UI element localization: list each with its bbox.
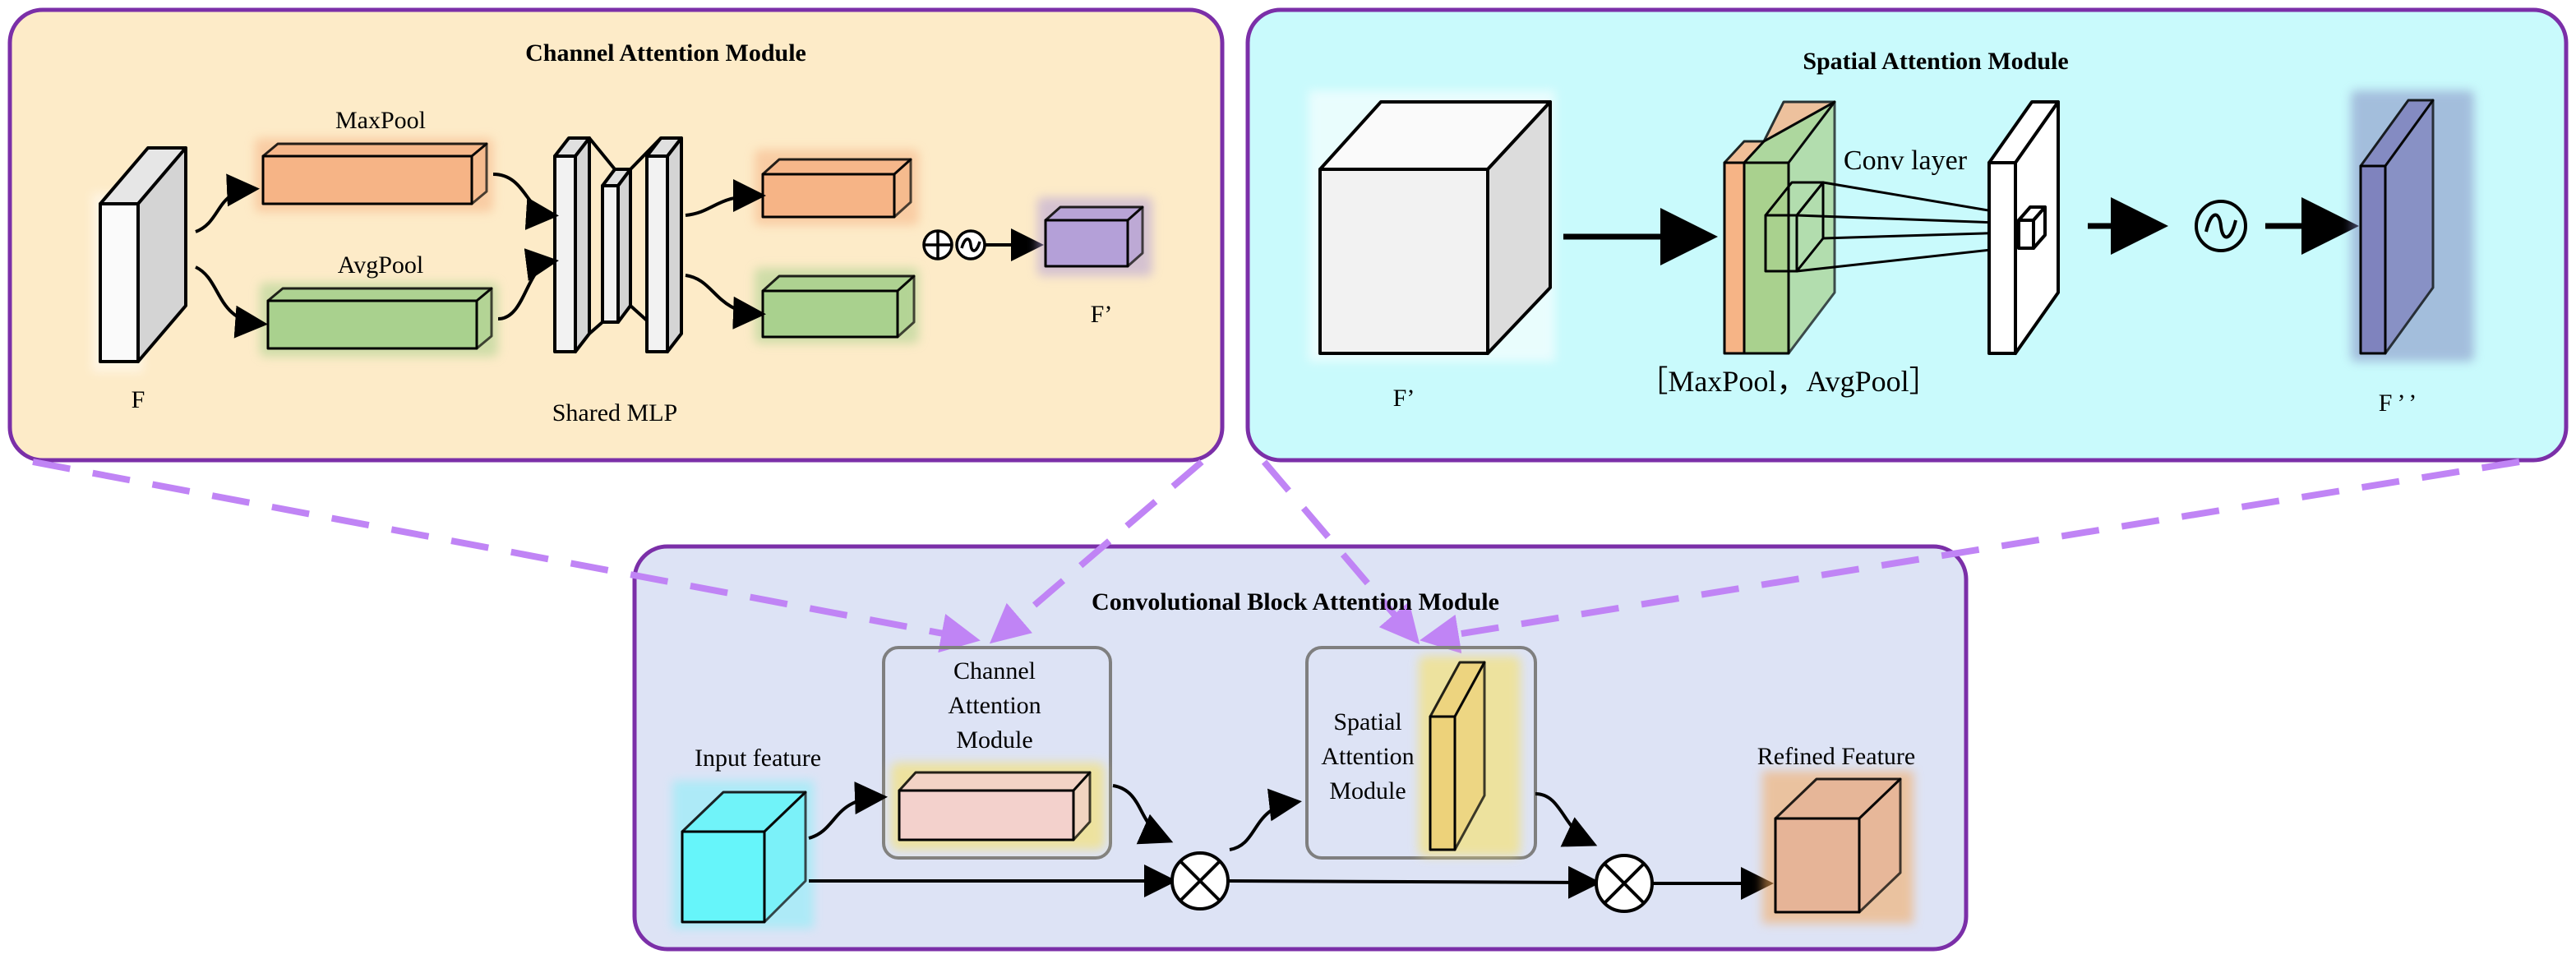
cbam-sam-block	[1419, 656, 1521, 856]
cbam-input-label: Input feature	[695, 745, 821, 772]
connector-cam-left	[32, 459, 981, 653]
sam-output-map	[2351, 90, 2474, 362]
cbam-arrow-input-to-cam	[808, 781, 888, 840]
cam-shared-mlp	[553, 136, 683, 353]
sam-pool-maps	[1723, 100, 1836, 355]
cbam-cam-line-2: Attention	[948, 692, 1041, 719]
cam-maxpool-block	[255, 138, 493, 212]
cbam-cam-block	[891, 763, 1105, 850]
cbam-arrow-sam-to-mult2	[1535, 792, 1598, 847]
connector-sam-left	[1261, 459, 1420, 645]
sam-conv-label: Conv layer	[1844, 145, 1968, 176]
sam-pool-label: ［MaxPool，AvgPool］	[1638, 365, 1938, 398]
cbam-refined-cube	[1762, 771, 1914, 924]
sam-output-label: F’’	[2379, 390, 2421, 417]
sam-sigmoid-icon	[2195, 200, 2247, 252]
cbam-input-cube	[672, 781, 814, 929]
sam-conv-output-map	[1987, 100, 2060, 355]
cam-title: Channel Attention Module	[525, 39, 806, 67]
cam-input-label: F	[132, 386, 145, 413]
cam-input-slab	[92, 146, 187, 372]
sam-input-cube	[1309, 90, 1555, 362]
sigmoid-icon	[955, 229, 986, 260]
cam-arrow-maxpool-to-mlp	[492, 173, 559, 230]
multiply-circle-icon	[1170, 851, 1230, 911]
cam-arrow-mlp-to-max	[685, 179, 766, 217]
cam-arrow-avgpool-to-mlp	[497, 248, 559, 320]
multiply-circle-icon-2	[1595, 854, 1654, 913]
sam-title: Spatial Attention Module	[1803, 48, 2068, 75]
cam-mlp-output-avg	[755, 268, 919, 343]
cam-maxpool-label: MaxPool	[335, 107, 426, 134]
cbam-sam-box	[1305, 646, 1537, 860]
cbam-title: Convolutional Block Attention Module	[1092, 588, 1499, 616]
connector-cam-right	[989, 459, 1204, 644]
cbam-sam-line-2: Attention	[1321, 743, 1414, 770]
cam-shared-mlp-label: Shared MLP	[552, 399, 678, 426]
cbam-sam-line-1: Spatial	[1333, 708, 1401, 735]
cam-arrow-mlp-to-avg	[685, 274, 766, 330]
cam-avgpool-label: AvgPool	[338, 251, 423, 279]
cam-mlp-output-max	[755, 150, 919, 225]
cbam-cam-box	[882, 646, 1112, 860]
plus-circle-icon	[922, 229, 953, 260]
cbam-skip-line-2	[1227, 865, 1601, 899]
cbam-sam-line-3: Module	[1329, 777, 1406, 805]
channel-attention-module: Channel Attention Module F MaxPool AvgPo…	[92, 39, 1152, 426]
connector-sam-right	[1420, 459, 2520, 654]
cam-arrow-to-maxpool	[195, 173, 260, 233]
sam-input-label: F’	[1393, 385, 1415, 412]
spatial-attention-module: Spatial Attention Module F’ Conv layer ［…	[1309, 48, 2474, 417]
dashed-connectors	[32, 459, 2520, 654]
cam-arrow-to-avgpool	[195, 265, 268, 339]
cbam-refined-label: Refined Feature	[1757, 743, 1915, 770]
cam-avgpool-block	[260, 283, 498, 357]
cbam-module: Convolutional Block Attention Module Inp…	[672, 588, 1915, 929]
cbam-cam-line-1: Channel	[953, 657, 1036, 685]
cam-output-label: F’	[1091, 301, 1113, 328]
cbam-arrow-mult1-to-sam	[1229, 788, 1302, 851]
cbam-arrow-cam-to-mult1	[1112, 784, 1174, 845]
cam-output-block	[1037, 197, 1152, 276]
cbam-cam-line-3: Module	[956, 726, 1032, 754]
